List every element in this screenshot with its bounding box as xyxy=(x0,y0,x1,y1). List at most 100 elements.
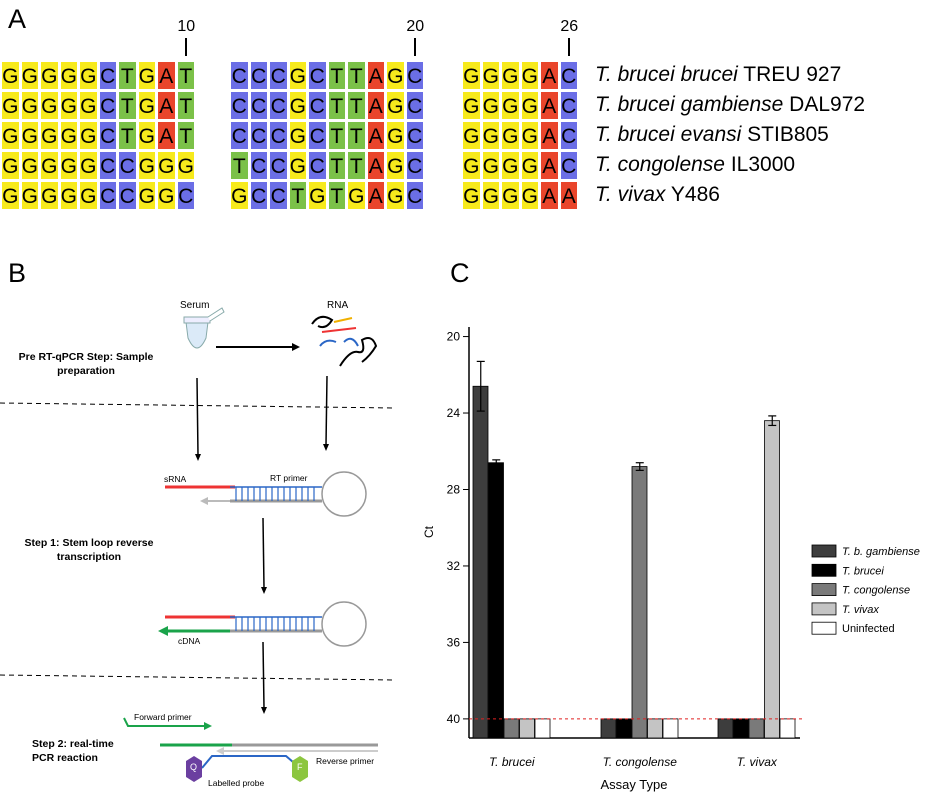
nucleotide-cell: G xyxy=(1,61,20,90)
nucleotide-cell: G xyxy=(481,181,500,210)
nucleotide-cell: G xyxy=(20,91,39,120)
legend-label: Uninfected xyxy=(842,623,895,635)
nucleotide-cell: G xyxy=(59,91,78,120)
nucleotide-cell: G xyxy=(481,121,500,150)
legend-label: T. b. gambiense xyxy=(842,546,920,558)
nucleotide-cell: C xyxy=(176,181,195,210)
nucleotide-cell: G xyxy=(288,121,307,150)
nucleotide-cell: A xyxy=(559,181,578,210)
bar xyxy=(600,718,617,739)
bar xyxy=(534,718,551,739)
nucleotide-cell: G xyxy=(40,61,59,90)
pre-step-label: Pre RT-qPCR Step: Sample preparation xyxy=(18,351,154,377)
nucleotide-cell: G xyxy=(520,121,539,150)
nucleotide-cell: G xyxy=(59,151,78,180)
nucleotide-cell: G xyxy=(157,181,176,210)
species-name: T. brucei gambiense xyxy=(595,93,784,116)
nucleotide-cell: C xyxy=(118,151,137,180)
nucleotide-cell: G xyxy=(40,121,59,150)
nucleotide-cell: G xyxy=(79,121,98,150)
nucleotide-cell: A xyxy=(157,121,176,150)
species-name: T. vivax xyxy=(595,183,666,206)
legend-swatch xyxy=(811,621,837,635)
position-tick xyxy=(185,38,188,56)
nucleotide-cell: T xyxy=(347,121,366,150)
nucleotide-cell: A xyxy=(366,121,385,150)
nucleotide-cell: C xyxy=(308,61,327,90)
species-label: T. vivax Y486 xyxy=(595,183,720,207)
nucleotide-cell: G xyxy=(79,151,98,180)
panel-label-c: C xyxy=(450,258,470,288)
nucleotide-cell: G xyxy=(1,151,20,180)
nucleotide-cell: G xyxy=(20,61,39,90)
step1-label: Step 1: Stem loop reverse transcription xyxy=(24,537,154,563)
nucleotide-cell: G xyxy=(481,151,500,180)
species-name: T. brucei evansi xyxy=(595,123,742,146)
nucleotide-cell: G xyxy=(501,61,520,90)
nucleotide-cell: C xyxy=(308,91,327,120)
nucleotide-cell: C xyxy=(98,121,117,150)
nucleotide-cell: T xyxy=(230,151,249,180)
nucleotide-cell: G xyxy=(1,181,20,210)
nucleotide-cell: C xyxy=(230,91,249,120)
nucleotide-cell: G xyxy=(157,151,176,180)
nucleotide-cell: T xyxy=(327,61,346,90)
nucleotide-cell: C xyxy=(118,181,137,210)
nucleotide-cell: C xyxy=(269,91,288,120)
nucleotide-cell: T xyxy=(327,121,346,150)
serum-tube-icon xyxy=(183,307,225,349)
species-label: T. brucei gambiense DAL972 xyxy=(595,93,865,117)
nucleotide-cell: G xyxy=(59,61,78,90)
nucleotide-cell: A xyxy=(157,91,176,120)
legend-label: T. brucei xyxy=(842,565,884,577)
nucleotide-cell: G xyxy=(308,181,327,210)
nucleotide-cell: G xyxy=(520,61,539,90)
nucleotide-cell: C xyxy=(269,61,288,90)
bar xyxy=(488,462,504,739)
nucleotide-cell: G xyxy=(386,91,405,120)
nucleotide-cell: A xyxy=(366,181,385,210)
nucleotide-cell: C xyxy=(308,151,327,180)
nucleotide-cell: C xyxy=(98,151,117,180)
nucleotide-cell: G xyxy=(386,181,405,210)
nucleotide-cell: C xyxy=(308,121,327,150)
nucleotide-cell: G xyxy=(59,181,78,210)
bar xyxy=(748,718,765,739)
nucleotide-cell: G xyxy=(501,151,520,180)
nucleotide-cell: C xyxy=(559,61,578,90)
nucleotide-cell: G xyxy=(79,91,98,120)
cdna-label: cDNA xyxy=(178,636,201,646)
nucleotide-cell: G xyxy=(20,121,39,150)
bar xyxy=(631,466,648,739)
position-marker: 20 xyxy=(406,18,425,35)
x-tick-label: T. congolense xyxy=(603,755,678,769)
nucleotide-cell: C xyxy=(559,121,578,150)
legend-swatch xyxy=(811,544,837,558)
bar xyxy=(616,718,632,739)
nucleotide-cell: G xyxy=(59,121,78,150)
species-name: T. congolense xyxy=(595,153,725,176)
position-tick xyxy=(568,38,571,56)
panel-label-b: B xyxy=(8,258,27,288)
nucleotide-cell: G xyxy=(520,151,539,180)
bar xyxy=(662,718,679,739)
nucleotide-cell: G xyxy=(520,91,539,120)
nucleotide-cell: A xyxy=(540,61,559,90)
bar xyxy=(519,718,535,739)
nucleotide-cell: G xyxy=(386,151,405,180)
nucleotide-cell: G xyxy=(288,151,307,180)
nucleotide-cell: C xyxy=(405,121,424,150)
nucleotide-cell: C xyxy=(249,91,268,120)
position-marker: 26 xyxy=(560,18,579,35)
rt-primer-label: RT primer xyxy=(270,473,308,483)
nucleotide-cell: G xyxy=(462,91,481,120)
stem-loop-rt-diagram xyxy=(165,471,367,517)
nucleotide-cell: G xyxy=(137,121,156,150)
nucleotide-cell: G xyxy=(347,181,366,210)
strain-name: IL3000 xyxy=(725,153,796,176)
rna-icon xyxy=(311,315,378,367)
nucleotide-cell: C xyxy=(405,181,424,210)
nucleotide-cell: C xyxy=(269,151,288,180)
nucleotide-cell: G xyxy=(20,181,39,210)
